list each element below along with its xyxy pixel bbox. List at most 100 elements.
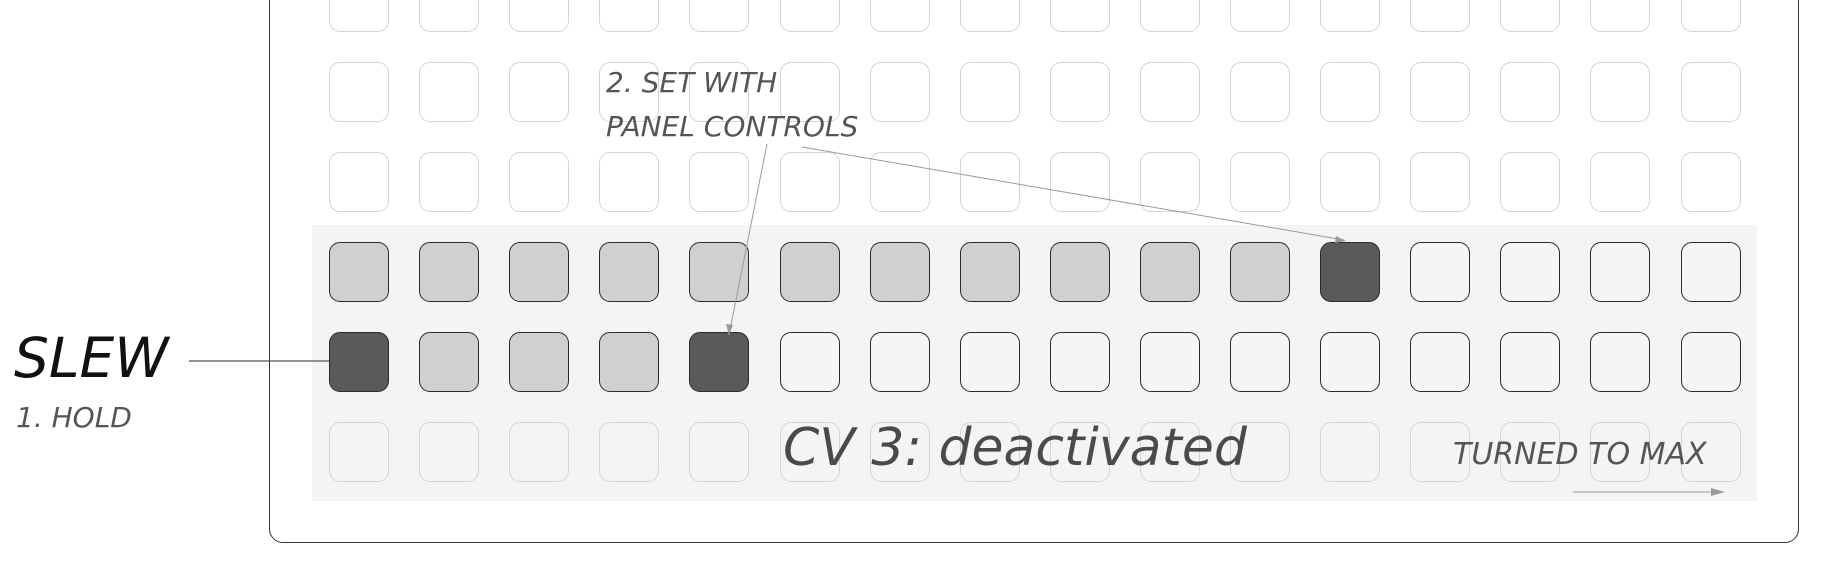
inactive-key <box>689 422 749 482</box>
inactive-key <box>780 152 840 212</box>
empty-key[interactable] <box>1140 332 1200 392</box>
inactive-key <box>599 152 659 212</box>
pointer-line-to-row4 <box>801 146 1345 241</box>
lit-key[interactable] <box>329 242 389 302</box>
set-step-label-line1: 2. SET WITH <box>606 66 778 99</box>
empty-key[interactable] <box>870 332 930 392</box>
empty-key[interactable] <box>1590 332 1650 392</box>
lit-key[interactable] <box>1050 242 1110 302</box>
empty-key[interactable] <box>1590 242 1650 302</box>
inactive-key <box>1320 152 1380 212</box>
inactive-key <box>1140 0 1200 32</box>
lit-key[interactable] <box>599 242 659 302</box>
selected-key[interactable] <box>689 332 749 392</box>
lit-key[interactable] <box>509 332 569 392</box>
inactive-key <box>1681 62 1741 122</box>
inactive-key <box>1410 152 1470 212</box>
inactive-key <box>1140 422 1200 482</box>
inactive-key <box>1140 62 1200 122</box>
inactive-key <box>419 62 479 122</box>
inactive-key <box>599 422 659 482</box>
inactive-key <box>960 62 1020 122</box>
pointer-arrow-row4 <box>1335 236 1346 243</box>
inactive-key <box>689 62 749 122</box>
inactive-key <box>780 0 840 32</box>
inactive-key <box>1590 0 1650 32</box>
inactive-key <box>1230 152 1290 212</box>
inactive-key <box>870 152 930 212</box>
empty-key[interactable] <box>780 332 840 392</box>
lit-key[interactable] <box>419 242 479 302</box>
empty-key[interactable] <box>960 332 1020 392</box>
inactive-key <box>1590 422 1650 482</box>
empty-key[interactable] <box>1410 332 1470 392</box>
empty-key[interactable] <box>1320 332 1380 392</box>
empty-key[interactable] <box>1681 332 1741 392</box>
inactive-key <box>1320 0 1380 32</box>
selected-key[interactable] <box>329 332 389 392</box>
inactive-key <box>509 0 569 32</box>
inactive-key <box>1590 152 1650 212</box>
inactive-key <box>870 422 930 482</box>
slew-label: SLEW <box>14 326 169 390</box>
turned-arrow-head <box>1711 488 1725 496</box>
inactive-key <box>509 152 569 212</box>
lit-key[interactable] <box>870 242 930 302</box>
inactive-key <box>1410 62 1470 122</box>
lit-key[interactable] <box>1140 242 1200 302</box>
inactive-key <box>1410 0 1470 32</box>
inactive-key <box>1681 422 1741 482</box>
inactive-key <box>780 62 840 122</box>
inactive-key <box>870 0 930 32</box>
inactive-key <box>1410 422 1470 482</box>
inactive-key <box>1681 152 1741 212</box>
empty-key[interactable] <box>1500 332 1560 392</box>
inactive-key <box>1500 0 1560 32</box>
lit-key[interactable] <box>509 242 569 302</box>
empty-key[interactable] <box>1500 242 1560 302</box>
inactive-key <box>419 0 479 32</box>
inactive-key <box>1500 62 1560 122</box>
inactive-key <box>1050 0 1110 32</box>
empty-key[interactable] <box>1681 242 1741 302</box>
lit-key[interactable] <box>960 242 1020 302</box>
lit-key[interactable] <box>599 332 659 392</box>
inactive-key <box>509 422 569 482</box>
inactive-key <box>1590 62 1650 122</box>
lit-key[interactable] <box>780 242 840 302</box>
lit-key[interactable] <box>419 332 479 392</box>
inactive-key <box>780 422 840 482</box>
set-step-label-line2: PANEL CONTROLS <box>606 110 859 143</box>
lit-key[interactable] <box>1230 242 1290 302</box>
inactive-key <box>1050 422 1110 482</box>
inactive-key <box>1681 0 1741 32</box>
inactive-key <box>960 152 1020 212</box>
inactive-key <box>1230 422 1290 482</box>
cv-status-text: CV 3: deactivated <box>783 418 1247 478</box>
pointer-arrow-row5 <box>726 324 733 335</box>
inactive-key <box>1500 422 1560 482</box>
inactive-key <box>1500 152 1560 212</box>
lit-key[interactable] <box>689 242 749 302</box>
inactive-key <box>960 0 1020 32</box>
inactive-key <box>1050 62 1110 122</box>
inactive-key <box>419 422 479 482</box>
inactive-key <box>689 152 749 212</box>
selected-key[interactable] <box>1320 242 1380 302</box>
inactive-key <box>329 422 389 482</box>
inactive-key <box>1230 0 1290 32</box>
inactive-key <box>599 62 659 122</box>
empty-key[interactable] <box>1410 242 1470 302</box>
inactive-key <box>1320 62 1380 122</box>
empty-key[interactable] <box>1230 332 1290 392</box>
hold-step-label: 1. HOLD <box>16 401 132 434</box>
empty-key[interactable] <box>1050 332 1110 392</box>
inactive-key <box>870 62 930 122</box>
inactive-key <box>1230 62 1290 122</box>
inactive-key <box>1140 152 1200 212</box>
inactive-key <box>599 0 659 32</box>
inactive-key <box>329 62 389 122</box>
inactive-key <box>1320 422 1380 482</box>
